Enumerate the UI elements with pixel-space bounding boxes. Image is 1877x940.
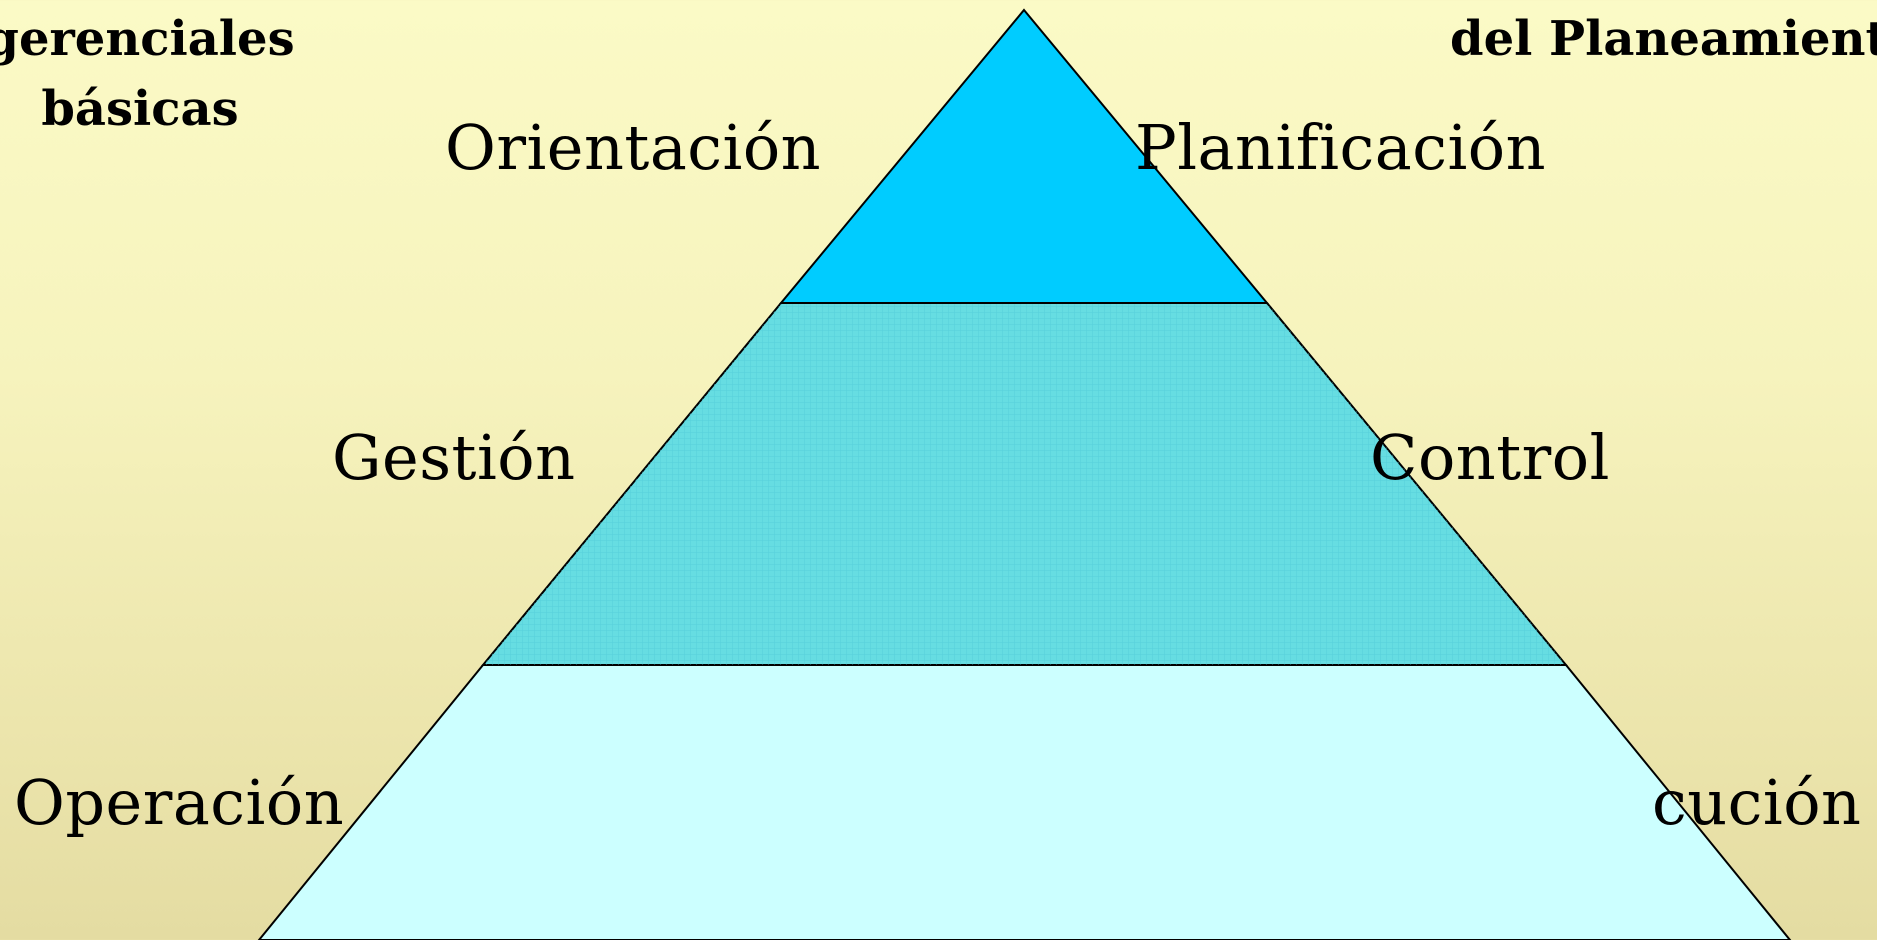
pyramid-top-tier	[778, 8, 1270, 304]
heading-right-line-1: del Planeamient	[1450, 11, 1877, 67]
label-middle-left: Gestión	[332, 421, 576, 494]
label-middle-right: Control	[1370, 421, 1610, 494]
pyramid-middle-tier-grid	[483, 303, 1566, 665]
heading-left-line-2: básicas	[41, 81, 239, 137]
heading-left: gerenciales básicas	[0, 4, 320, 144]
heading-left-line-1: gerenciales	[0, 11, 295, 67]
label-top-left: Orientación	[445, 111, 822, 184]
pyramid-bottom-tier	[257, 664, 1792, 940]
label-top-right: Planificación	[1135, 111, 1547, 184]
heading-right: del Planeamient	[1450, 4, 1877, 74]
label-bottom-left: Operación	[14, 766, 345, 839]
label-bottom-right: cución	[1652, 766, 1862, 839]
